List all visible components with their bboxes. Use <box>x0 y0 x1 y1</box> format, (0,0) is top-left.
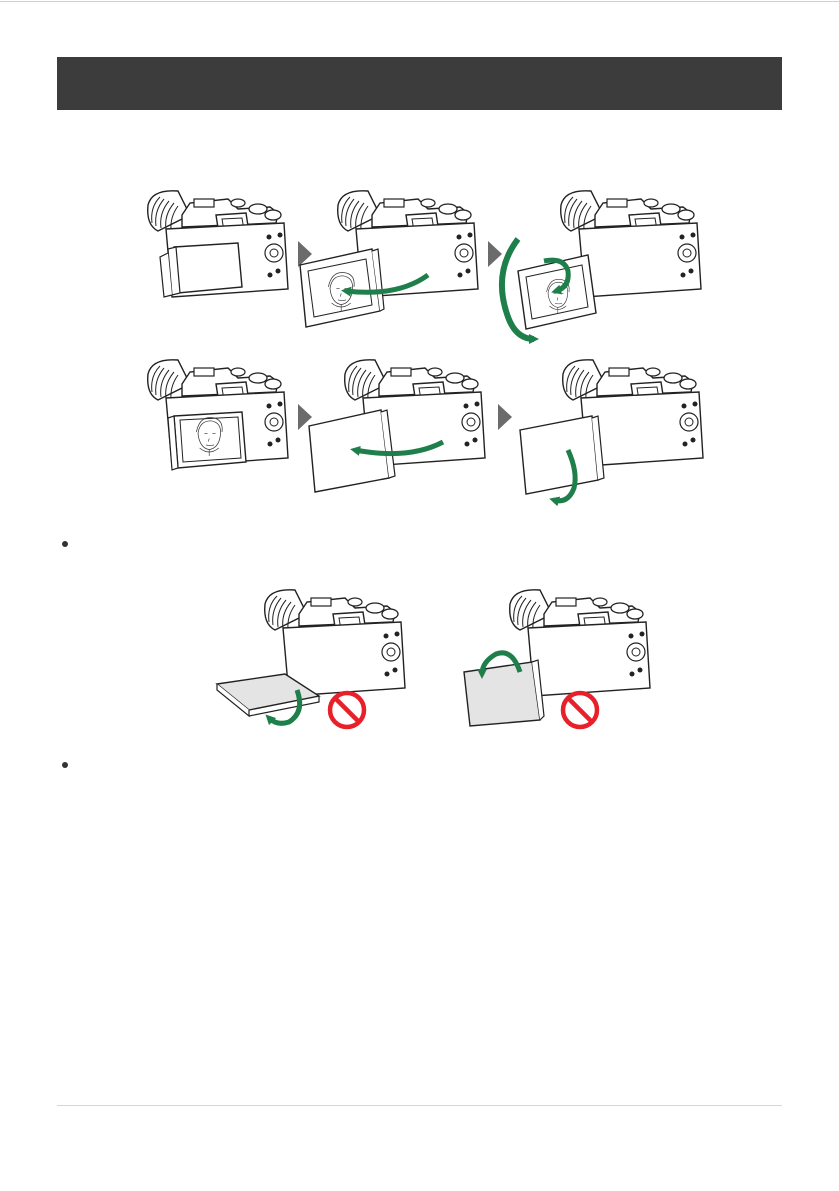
figure-monitor-swung-out <box>298 193 488 333</box>
figure-monitor-flipped-down <box>518 362 708 512</box>
figure-do-not-twist-up <box>460 592 660 737</box>
figure-camera-monitor-facing-out <box>138 362 298 477</box>
step-arrow-icon <box>498 404 514 432</box>
top-rule <box>0 1 839 2</box>
figure-monitor-rotated-selfie <box>496 193 706 353</box>
footer-rule <box>57 1105 782 1106</box>
figure-camera-monitor-closed <box>138 193 298 308</box>
section-title-bar <box>57 57 782 110</box>
figure-monitor-swung-out-back <box>305 362 495 502</box>
bullet-1 <box>62 541 68 547</box>
no-entry-icon <box>330 693 364 727</box>
bullet-2 <box>62 762 68 768</box>
figure-do-not-twist-down <box>215 592 415 737</box>
no-entry-icon <box>563 693 597 727</box>
